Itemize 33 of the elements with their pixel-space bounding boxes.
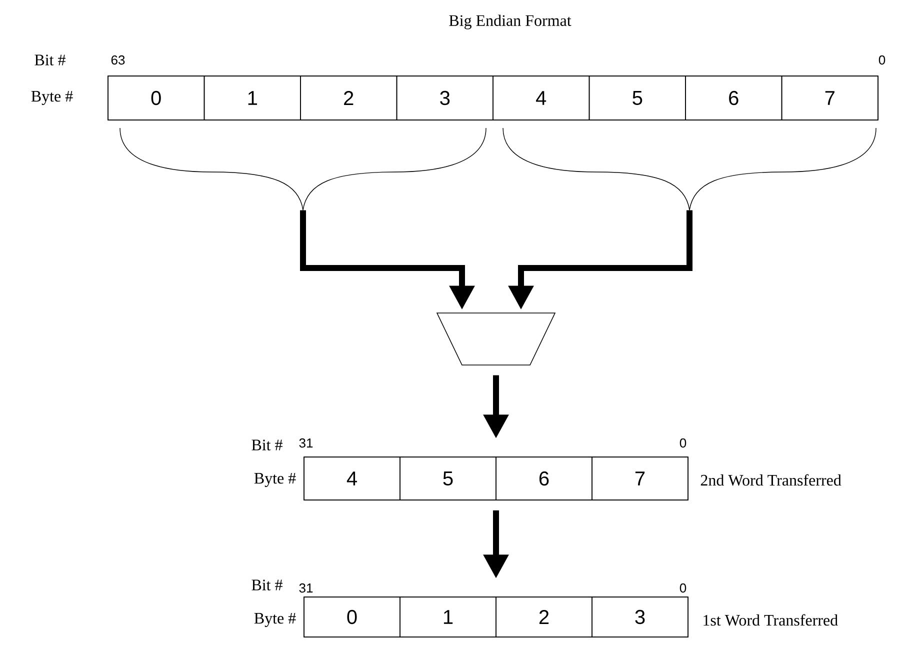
byte-cell: 6 <box>685 76 782 120</box>
register-caption: 2nd Word Transferred <box>700 474 842 486</box>
byte-cell: 2 <box>300 76 398 120</box>
byte-cell: 0 <box>108 76 205 120</box>
byte-cell: 7 <box>592 456 688 500</box>
row-label: Bit # <box>34 54 66 66</box>
title: Big Endian Format <box>449 14 572 30</box>
byte-cell: 1 <box>204 76 301 120</box>
bit-number: 0 <box>680 438 686 448</box>
byte-cell: 3 <box>592 596 688 638</box>
row-label: Bit # <box>252 580 282 590</box>
row-label: Bit # <box>252 440 282 450</box>
byte-cell: 6 <box>496 456 592 500</box>
row-label: Byte # <box>254 473 296 487</box>
curly-brace <box>120 128 486 210</box>
bit-number: 31 <box>299 438 313 448</box>
register-caption: 1st Word Transferred <box>704 614 838 626</box>
bit-number: 63 <box>111 55 125 65</box>
bit-number: 0 <box>680 583 686 593</box>
bit-number: 0 <box>878 55 886 65</box>
bit-number: 31 <box>299 583 313 593</box>
byte-cell: 7 <box>781 76 878 120</box>
byte-cell: 5 <box>400 456 496 500</box>
byte-cell: 0 <box>304 596 400 638</box>
curly-brace <box>502 128 876 210</box>
byte-cell: 3 <box>396 76 494 120</box>
byte-cell: 2 <box>496 596 592 638</box>
byte-cell: 5 <box>588 76 686 120</box>
byte-cell: 4 <box>304 456 400 500</box>
byte-cell: 4 <box>492 76 590 120</box>
row-label: Byte # <box>254 613 296 627</box>
row-label: Byte # <box>31 91 73 105</box>
byte-cell: 1 <box>400 596 496 638</box>
